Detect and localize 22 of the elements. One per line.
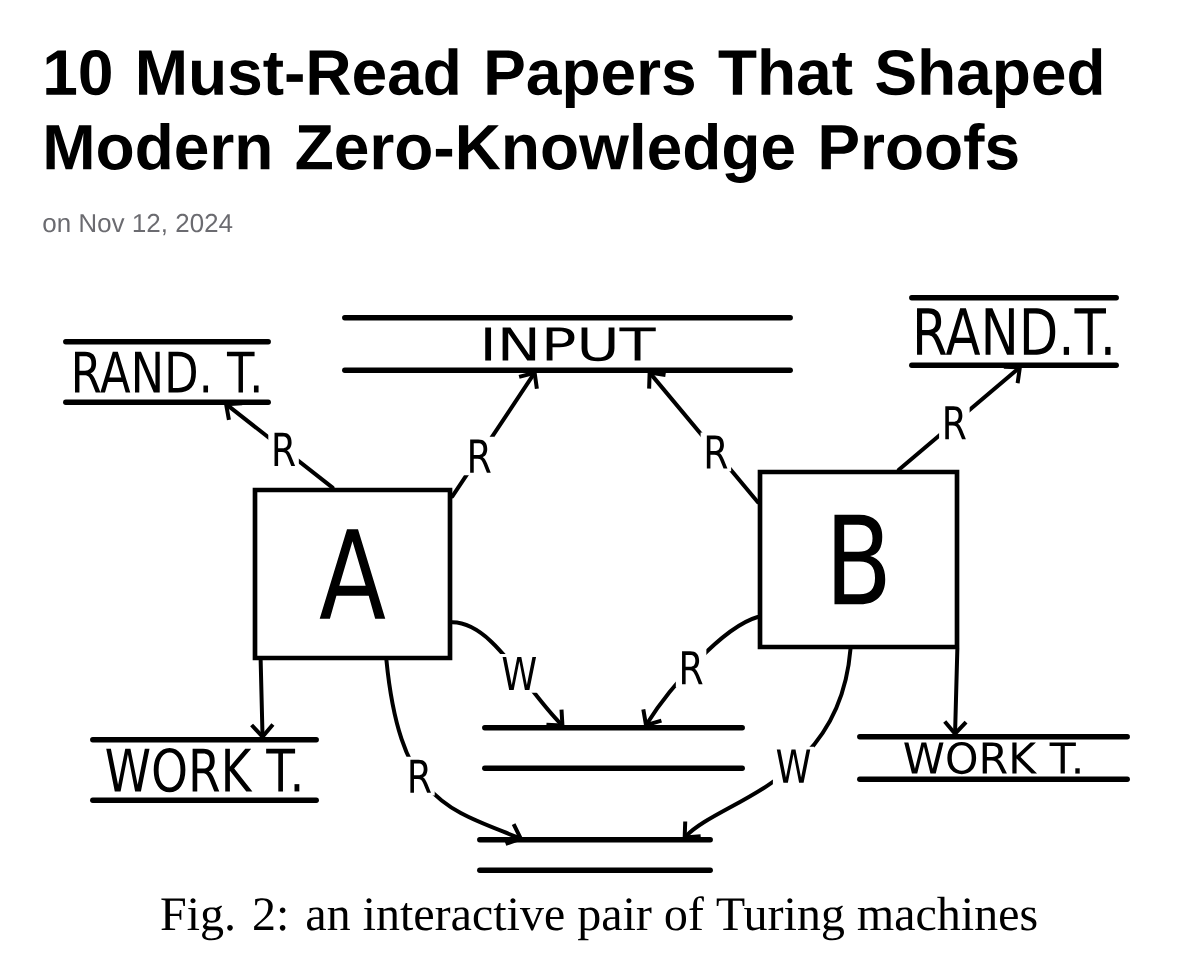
edge-label: R bbox=[700, 432, 732, 472]
tape: INPUT bbox=[342, 315, 793, 373]
caption: Fig. 2: an interactive pair of Turing machines bbox=[161, 896, 1037, 941]
edge-label: R bbox=[268, 429, 299, 469]
edge-label: R bbox=[463, 436, 495, 476]
edge-label: R bbox=[675, 648, 707, 687]
tape bbox=[482, 725, 745, 771]
date: on Nov 12, 2024 bbox=[43, 213, 233, 236]
tape: RAND.T. bbox=[909, 295, 1119, 368]
tape: WORK T. bbox=[90, 737, 319, 803]
machine-box: A bbox=[252, 487, 453, 661]
arrow bbox=[943, 647, 968, 737]
edge-label: R bbox=[404, 756, 435, 796]
tape bbox=[477, 837, 713, 873]
edge-label: W bbox=[498, 654, 540, 693]
edge-label: W bbox=[772, 746, 815, 786]
machine-box: B bbox=[757, 469, 960, 650]
arrow bbox=[250, 658, 275, 740]
title: 10 Must-Read Papers That Shaped Modern Zero-Knowledge Proofs bbox=[46, 48, 1102, 183]
edge-label: R bbox=[939, 403, 970, 442]
tape: RAND. T. bbox=[63, 339, 271, 405]
tape: WORK T. bbox=[857, 734, 1130, 782]
